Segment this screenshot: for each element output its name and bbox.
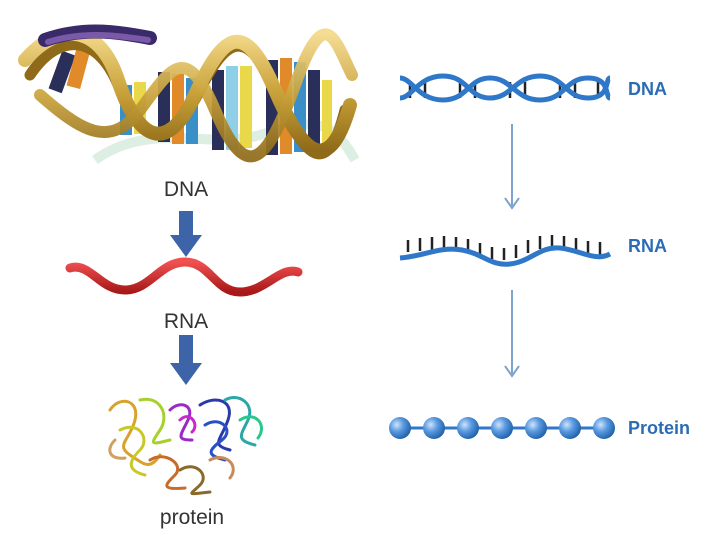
right-rna-label: RNA <box>628 236 667 256</box>
right-arrow-dna-to-rna <box>504 124 520 210</box>
right-dna-label: DNA <box>628 79 667 99</box>
dna-helix-illustration <box>18 24 360 165</box>
protein-structure-illustration <box>108 396 263 496</box>
right-rna-strand <box>399 235 612 267</box>
amino-acid-bead <box>525 417 547 439</box>
amino-acid-bead <box>491 417 513 439</box>
left-arrow-rna-to-protein <box>170 335 202 385</box>
amino-acid-bead <box>457 417 479 439</box>
left-dna-label: DNA <box>164 178 208 201</box>
left-protein-label: protein <box>160 506 224 529</box>
amino-acid-bead <box>593 417 615 439</box>
right-dna-strand <box>399 73 612 103</box>
rna-ribbon-illustration <box>65 257 303 297</box>
amino-acid-bead <box>389 417 411 439</box>
amino-acid-bead <box>559 417 581 439</box>
right-protein-label: Protein <box>628 418 690 438</box>
amino-acid-bead <box>423 417 445 439</box>
right-arrow-rna-to-protein <box>504 290 520 378</box>
right-protein-chain <box>389 417 615 439</box>
left-rna-label: RNA <box>164 310 208 333</box>
left-arrow-dna-to-rna <box>170 211 202 257</box>
